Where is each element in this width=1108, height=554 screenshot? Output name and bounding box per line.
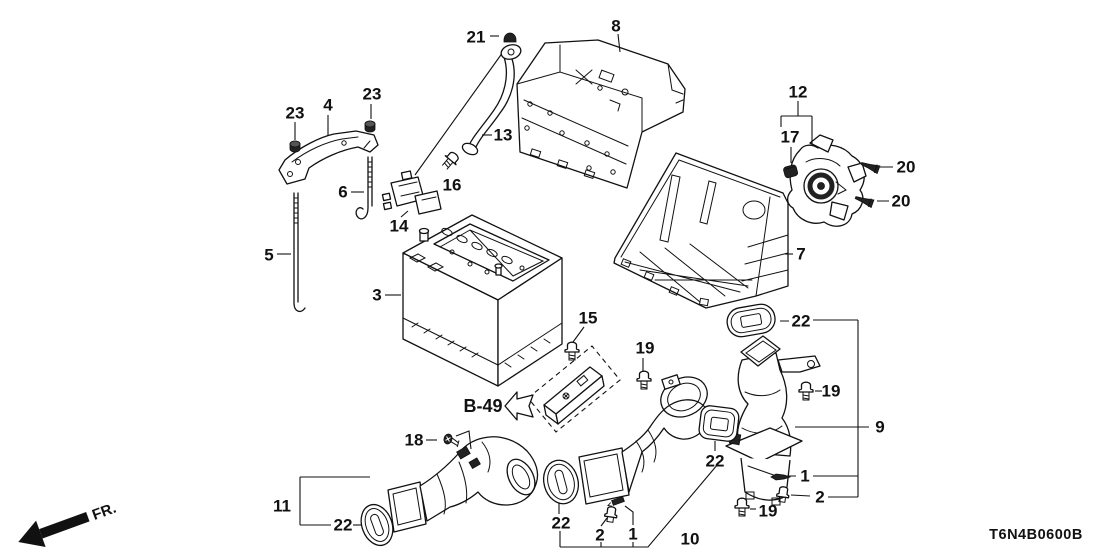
screw-18-icon [443, 433, 460, 448]
battery-terminal-icon [418, 227, 503, 276]
callout-19-top: 19 [636, 339, 655, 358]
seal-22-left-icon [360, 503, 394, 547]
center-intake-duct-drawing [578, 374, 710, 505]
setting-bracket-drawing [278, 130, 379, 185]
seal-22-mid-icon [698, 405, 740, 442]
screw-20-bottom-icon [854, 196, 875, 209]
callout-23-left: 23 [286, 104, 305, 123]
callout-22-left: 22 [334, 516, 353, 535]
callout-22-top: 22 [792, 312, 811, 331]
callout-22-mid: 22 [706, 452, 725, 471]
callout-20-bottom: 20 [892, 192, 911, 211]
callout-8: 8 [611, 17, 620, 36]
b49-arrow-icon [504, 391, 534, 421]
callout-18: 18 [405, 431, 424, 450]
callout-7: 7 [796, 245, 805, 264]
b49-reference-label: B-49 [463, 396, 502, 416]
mount-bush-17-icon [783, 164, 799, 179]
callout-2-right: 2 [815, 488, 824, 507]
bolt-16-icon [442, 151, 459, 170]
callout-5: 5 [264, 246, 273, 265]
callout-2-bottom: 2 [595, 526, 604, 545]
callout-12: 12 [789, 83, 808, 102]
callout-labels: 21 8 23 4 23 13 16 6 14 5 3 12 17 20 20 … [264, 17, 915, 549]
bolt-19-icon [734, 497, 750, 517]
callout-10: 10 [681, 530, 700, 549]
callout-11: 11 [273, 497, 291, 516]
callout-15: 15 [579, 309, 598, 328]
callout-20-top: 20 [897, 158, 916, 177]
fr-label: FR. [90, 500, 119, 524]
callout-14: 14 [390, 217, 409, 236]
callout-3: 3 [372, 286, 381, 305]
battery-cable-drawing [414, 44, 522, 176]
callout-19-mid: 19 [822, 382, 841, 401]
fr-direction-indicator: FR. [18, 500, 119, 547]
bolt-21-icon [503, 32, 517, 43]
callout-19-bottom: 19 [759, 502, 778, 521]
bolt-15-icon [564, 341, 580, 361]
nut-23-right-icon [364, 120, 376, 133]
front-intake-duct-drawing [387, 436, 539, 533]
callout-1-right: 1 [800, 467, 809, 486]
fr-arrow-icon [18, 511, 90, 547]
side-branch-duct-drawing [725, 335, 821, 506]
callout-23-right: 23 [363, 85, 382, 104]
callout-6: 6 [338, 183, 347, 202]
bolt-19-icon [798, 381, 814, 401]
battery-base-plate-drawing [516, 39, 686, 189]
clip-1-right-icon [770, 473, 792, 481]
bolt-19-icon [636, 370, 652, 390]
leader-lines [277, 33, 893, 548]
j-bolt-drawing [355, 156, 373, 220]
battery-drawing [402, 214, 563, 387]
callout-9: 9 [875, 418, 884, 437]
diagram-code: T6N4B0600B [989, 527, 1083, 543]
callout-21: 21 [467, 28, 486, 47]
screw-20-top-icon [860, 162, 881, 175]
callout-16: 16 [443, 176, 462, 195]
seal-22-center-icon [542, 459, 580, 505]
clip-2-bottom-icon [603, 506, 618, 523]
callout-13: 13 [494, 126, 513, 145]
blower-drawing [786, 134, 867, 227]
callout-1-bottom: 1 [628, 525, 637, 544]
connector-14-drawing [381, 170, 442, 215]
b49-reference-drawing [504, 345, 621, 433]
hold-down-rod-drawing [293, 192, 306, 313]
seal-22-top-icon [726, 303, 776, 338]
screw-1-bottom-icon [607, 496, 625, 507]
clip-2-right-icon [775, 486, 790, 503]
air-cleaner-case-drawing [613, 152, 789, 309]
callout-4: 4 [323, 96, 333, 115]
callout-22-center: 22 [552, 514, 571, 533]
nut-23-left-icon [289, 140, 301, 153]
callout-17: 17 [781, 128, 800, 147]
